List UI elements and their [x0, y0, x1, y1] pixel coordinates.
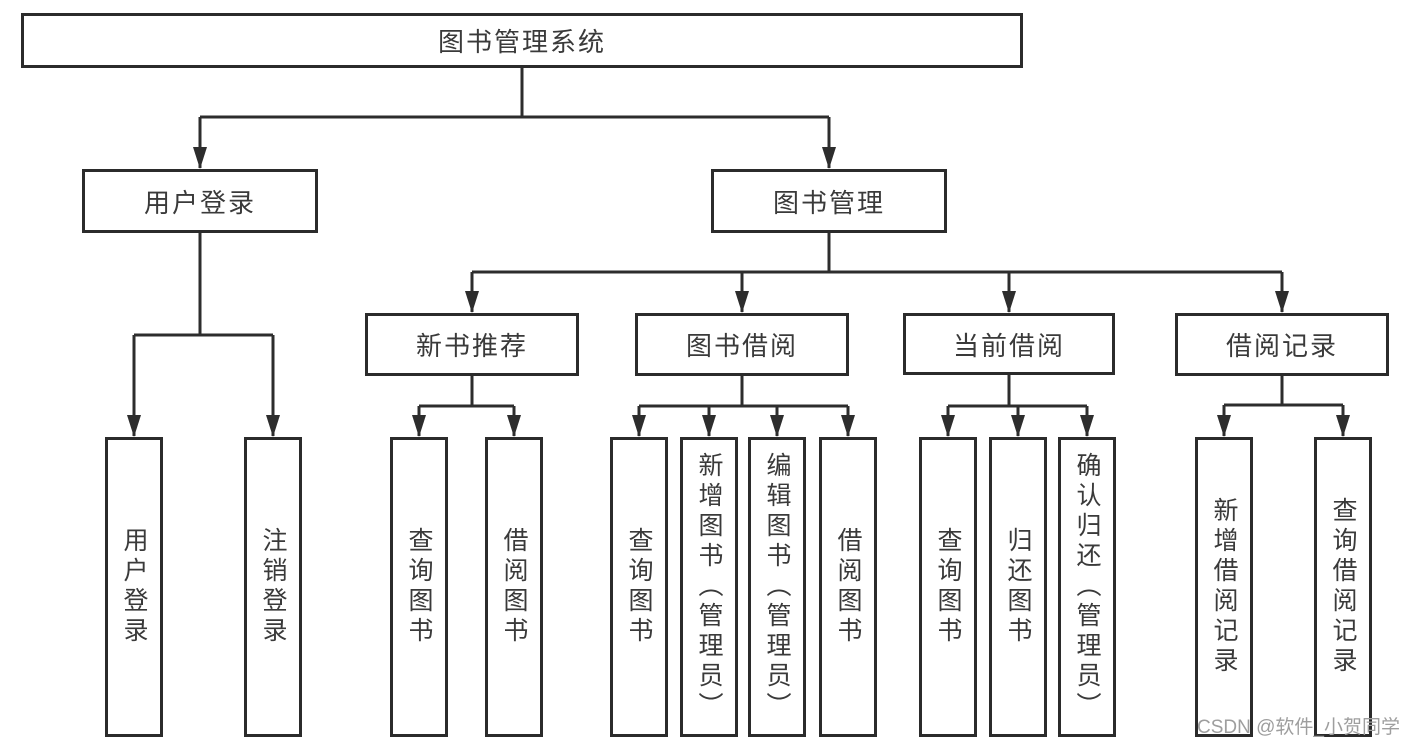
- leaf-borrow-books-recommend: 借阅图书: [485, 437, 543, 737]
- leaf-query-books-current-label: 查询图书: [934, 527, 962, 647]
- node-new-book-recommend: 新书推荐: [365, 313, 579, 376]
- leaf-edit-book-admin-label: 编辑图书（管理员）: [763, 452, 791, 722]
- node-library-management-system-label: 图书管理系统: [437, 27, 606, 57]
- node-borrow-records: 借阅记录: [1175, 313, 1389, 376]
- connector-root-to-level2: [200, 68, 829, 119]
- node-library-management-system: 图书管理系统: [21, 13, 1023, 68]
- connector-recommend-to-leaves: [419, 376, 514, 408]
- leaf-query-books-current: 查询图书: [919, 437, 977, 737]
- leaf-query-books-borrow: 查询图书: [610, 437, 668, 737]
- leaf-logout-label: 注销登录: [259, 527, 287, 647]
- leaf-query-books-borrow-label: 查询图书: [625, 527, 653, 647]
- connector-borrow-to-leaves: [639, 376, 848, 408]
- node-book-management-label: 图书管理: [772, 187, 885, 218]
- node-borrow-records-label: 借阅记录: [1225, 331, 1338, 361]
- connector-records-to-leaves: [1224, 376, 1343, 407]
- connector-current-to-leaves: [948, 375, 1087, 408]
- leaf-user-login-label: 用户登录: [120, 527, 148, 647]
- leaf-logout: 注销登录: [244, 437, 302, 737]
- node-book-borrow-label: 图书借阅: [685, 331, 798, 361]
- leaf-return-book-label: 归还图书: [1004, 527, 1032, 647]
- connector-user-login-to-leaves: [134, 233, 273, 337]
- leaf-user-login: 用户登录: [105, 437, 163, 737]
- leaf-borrow-books-label: 借阅图书: [834, 527, 862, 647]
- node-new-book-recommend-label: 新书推荐: [415, 331, 528, 361]
- leaf-confirm-return-admin-label: 确认归还（管理员）: [1073, 452, 1101, 722]
- node-user-login-label: 用户登录: [143, 187, 256, 218]
- leaf-borrow-books: 借阅图书: [819, 437, 877, 737]
- node-current-borrow: 当前借阅: [903, 313, 1115, 375]
- connector-book-management-to-level3: [472, 233, 1282, 274]
- leaf-add-borrow-record-label: 新增借阅记录: [1210, 497, 1238, 677]
- leaf-confirm-return-admin: 确认归还（管理员）: [1058, 437, 1116, 737]
- leaf-query-books-recommend: 查询图书: [390, 437, 448, 737]
- leaf-borrow-books-recommend-label: 借阅图书: [500, 527, 528, 647]
- leaf-add-borrow-record: 新增借阅记录: [1195, 437, 1253, 737]
- leaf-return-book: 归还图书: [989, 437, 1047, 737]
- leaf-add-book-admin: 新增图书（管理员）: [680, 437, 738, 737]
- leaf-query-borrow-record-label: 查询借阅记录: [1329, 497, 1357, 677]
- leaf-edit-book-admin: 编辑图书（管理员）: [748, 437, 806, 737]
- leaf-query-books-recommend-label: 查询图书: [405, 527, 433, 647]
- node-user-login: 用户登录: [82, 169, 318, 233]
- leaf-query-borrow-record: 查询借阅记录: [1314, 437, 1372, 737]
- node-current-borrow-label: 当前借阅: [952, 330, 1065, 361]
- node-book-management: 图书管理: [711, 169, 947, 233]
- node-book-borrow: 图书借阅: [635, 313, 849, 376]
- leaf-add-book-admin-label: 新增图书（管理员）: [695, 452, 723, 722]
